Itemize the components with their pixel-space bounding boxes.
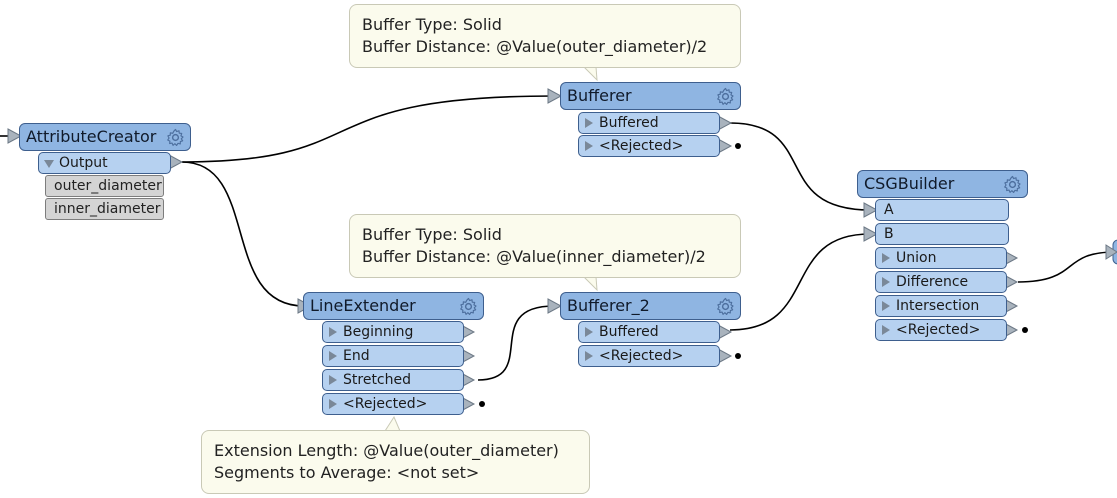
input-port-b[interactable]: B: [875, 223, 1009, 245]
port-label: Output: [59, 155, 108, 171]
port-label: End: [343, 348, 370, 364]
annotation-line-extender[interactable]: Extension Length: @Value(outer_diameter)…: [201, 430, 590, 494]
rejected-terminal-dot-icon: [735, 143, 741, 149]
port-rejected[interactable]: <Rejected>: [578, 135, 720, 157]
expand-triangle-icon[interactable]: [882, 277, 890, 287]
port-buffered[interactable]: Buffered: [578, 112, 720, 134]
attribute-label: outer_diameter: [54, 178, 162, 194]
port-label: Buffered: [599, 324, 659, 340]
expand-triangle-icon[interactable]: [585, 327, 593, 337]
port-difference[interactable]: Difference: [875, 271, 1007, 293]
node-title: AttributeCreator: [26, 127, 157, 146]
collapse-triangle-icon[interactable]: [44, 160, 54, 168]
node-bufferer[interactable]: Bufferer: [560, 82, 741, 110]
port-beginning[interactable]: Beginning: [322, 321, 464, 343]
expand-triangle-icon[interactable]: [585, 118, 593, 128]
gear-icon[interactable]: [1002, 174, 1023, 195]
annotation-line: Buffer Type: Solid: [362, 15, 502, 34]
input-port-arrow-icon: [547, 298, 563, 314]
expand-triangle-icon[interactable]: [882, 253, 890, 263]
port-label: <Rejected>: [599, 348, 684, 364]
input-port-arrow-icon: [547, 88, 563, 104]
input-port-arrow-icon: [863, 202, 879, 218]
port-buffered[interactable]: Buffered: [578, 321, 720, 343]
port-label: Intersection: [896, 298, 980, 314]
port-label: Beginning: [343, 324, 414, 340]
input-port-arrow-icon: [863, 226, 879, 242]
port-rejected[interactable]: <Rejected>: [875, 319, 1007, 341]
rejected-terminal-dot-icon: [735, 353, 741, 359]
expand-triangle-icon[interactable]: [329, 399, 337, 409]
expand-triangle-icon[interactable]: [329, 327, 337, 337]
gear-icon[interactable]: [715, 86, 736, 107]
expand-triangle-icon[interactable]: [882, 301, 890, 311]
gear-icon[interactable]: [165, 127, 186, 148]
node-title: Bufferer_2: [567, 296, 650, 315]
offscreen-node-fragment: [1105, 239, 1117, 265]
input-port-arrow-icon: [7, 128, 23, 144]
annotation-line: Extension Length: @Value(outer_diameter): [214, 441, 559, 460]
port-label: Buffered: [599, 115, 659, 131]
port-label: <Rejected>: [896, 322, 981, 338]
expand-triangle-icon[interactable]: [329, 351, 337, 361]
expand-triangle-icon[interactable]: [585, 141, 593, 151]
gear-icon[interactable]: [715, 296, 736, 317]
expand-triangle-icon[interactable]: [585, 351, 593, 361]
port-output[interactable]: Output: [38, 152, 171, 174]
gear-icon[interactable]: [458, 296, 479, 317]
node-bufferer-2[interactable]: Bufferer_2: [560, 292, 741, 320]
port-intersection[interactable]: Intersection: [875, 295, 1007, 317]
port-label: Difference: [896, 274, 969, 290]
annotation-line: Segments to Average: <not set>: [214, 463, 480, 482]
port-rejected[interactable]: <Rejected>: [578, 345, 720, 367]
port-label: <Rejected>: [343, 396, 428, 412]
expand-triangle-icon[interactable]: [882, 325, 890, 335]
port-label: Stretched: [343, 372, 411, 388]
expand-triangle-icon[interactable]: [329, 375, 337, 385]
annotation-line: Buffer Distance: @Value(outer_diameter)/…: [362, 37, 708, 56]
port-label: A: [884, 202, 894, 218]
port-label: Union: [896, 250, 937, 266]
node-csgbuilder[interactable]: CSGBuilder: [857, 170, 1028, 198]
node-title: Bufferer: [567, 86, 632, 105]
annotation-bufferer-2[interactable]: Buffer Type: Solid Buffer Distance: @Val…: [349, 214, 741, 278]
port-label: B: [884, 226, 894, 242]
port-stretched[interactable]: Stretched: [322, 369, 464, 391]
node-attributecreator[interactable]: AttributeCreator: [19, 123, 191, 151]
attribute-outer-diameter[interactable]: outer_diameter: [45, 175, 164, 197]
port-union[interactable]: Union: [875, 247, 1007, 269]
port-end[interactable]: End: [322, 345, 464, 367]
attribute-inner-diameter[interactable]: inner_diameter: [45, 198, 164, 220]
node-lineextender[interactable]: LineExtender: [303, 292, 484, 320]
rejected-terminal-dot-icon: [479, 401, 485, 407]
node-title: CSGBuilder: [864, 174, 955, 193]
node-title: LineExtender: [310, 296, 416, 315]
annotation-line: Buffer Distance: @Value(inner_diameter)/…: [362, 247, 706, 266]
annotation-line: Buffer Type: Solid: [362, 225, 502, 244]
port-rejected[interactable]: <Rejected>: [322, 393, 464, 415]
attribute-label: inner_diameter: [54, 201, 161, 217]
rejected-terminal-dot-icon: [1022, 327, 1028, 333]
port-label: <Rejected>: [599, 138, 684, 154]
annotation-bufferer[interactable]: Buffer Type: Solid Buffer Distance: @Val…: [349, 4, 741, 68]
input-port-a[interactable]: A: [875, 199, 1009, 221]
